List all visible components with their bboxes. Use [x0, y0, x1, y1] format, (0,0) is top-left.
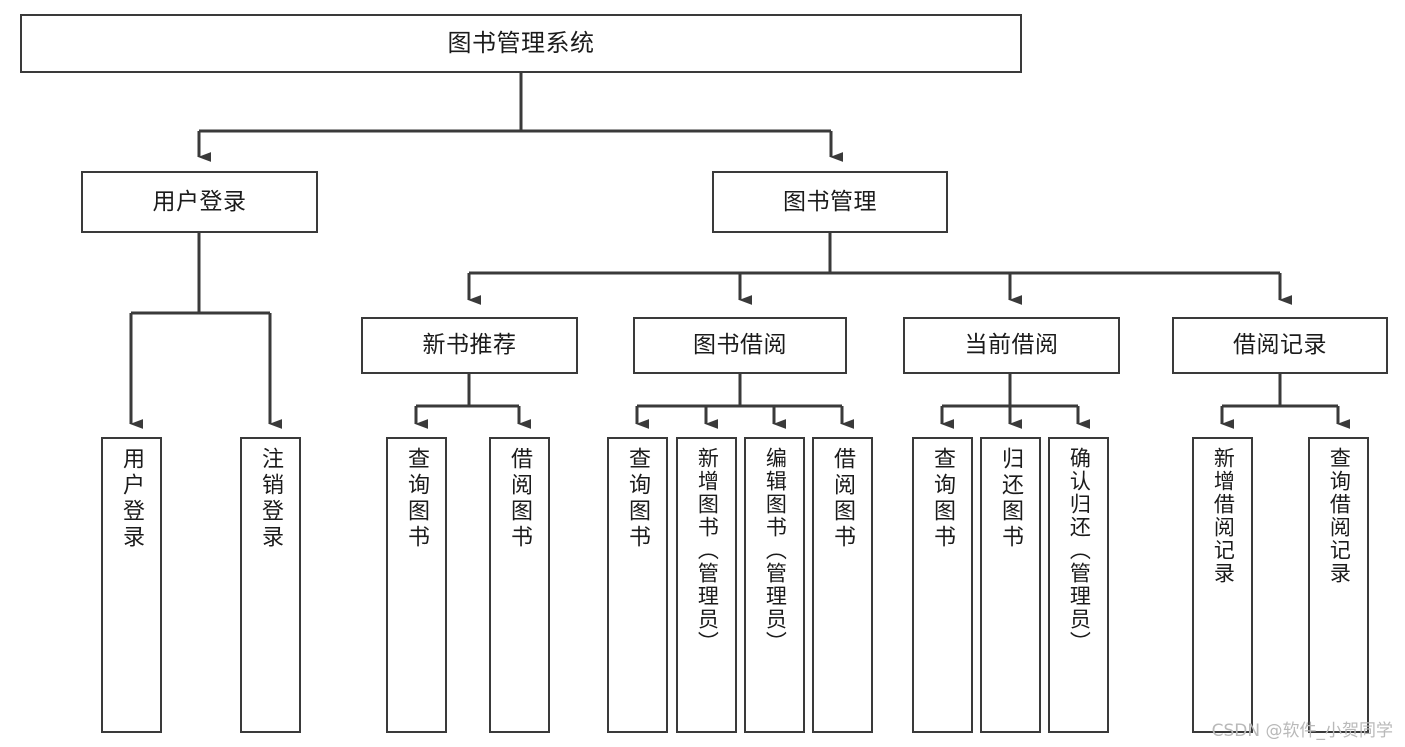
- leaf-recommend-borrow-book[interactable]: 借阅图书: [489, 437, 550, 733]
- leaf-current-return-book[interactable]: 归还图书: [980, 437, 1041, 733]
- node-label: 借阅记录: [1233, 332, 1327, 359]
- leaf-record-query-borrow-record[interactable]: 查询借阅记录: [1308, 437, 1369, 733]
- leaf-current-query-book[interactable]: 查询图书: [912, 437, 973, 733]
- node-root-system[interactable]: 图书管理系统: [20, 14, 1022, 73]
- leaf-user-login[interactable]: 用户登录: [101, 437, 162, 733]
- node-label: 用户登录: [119, 447, 145, 551]
- node-label: 查询图书: [930, 447, 956, 551]
- node-new-book-recommend[interactable]: 新书推荐: [361, 317, 578, 374]
- node-label: 用户登录: [152, 188, 247, 215]
- node-label: 注销登录: [258, 447, 284, 551]
- node-label: 新书推荐: [422, 332, 517, 359]
- node-label: 查询借阅记录: [1327, 447, 1352, 585]
- leaf-record-add-borrow-record[interactable]: 新增借阅记录: [1192, 437, 1253, 733]
- node-current-borrow[interactable]: 当前借阅: [903, 317, 1120, 374]
- leaf-borrow-query-book[interactable]: 查询图书: [607, 437, 668, 733]
- leaf-current-confirm-return-admin[interactable]: 确认归还（管理员）: [1048, 437, 1109, 733]
- node-book-management[interactable]: 图书管理: [712, 171, 948, 233]
- node-label: 借阅图书: [507, 447, 533, 551]
- node-book-borrow[interactable]: 图书借阅: [633, 317, 847, 374]
- node-label: 当前借阅: [964, 332, 1059, 359]
- node-label: 新增借阅记录: [1211, 447, 1236, 585]
- leaf-borrow-edit-book-admin[interactable]: 编辑图书（管理员）: [744, 437, 805, 733]
- node-label: 图书借阅: [693, 332, 787, 359]
- node-label: 新增图书（管理员）: [695, 447, 720, 654]
- node-user-login[interactable]: 用户登录: [81, 171, 318, 233]
- watermark: CSDN @软件_小贺同学: [1211, 721, 1393, 741]
- node-borrow-record[interactable]: 借阅记录: [1172, 317, 1388, 374]
- leaf-borrow-add-book-admin[interactable]: 新增图书（管理员）: [676, 437, 737, 733]
- node-label: 借阅图书: [830, 447, 856, 551]
- leaf-logout[interactable]: 注销登录: [240, 437, 301, 733]
- node-label: 图书管理: [783, 188, 877, 215]
- node-label: 编辑图书（管理员）: [763, 447, 788, 654]
- node-label: 查询图书: [404, 447, 430, 551]
- leaf-borrow-borrow-book[interactable]: 借阅图书: [812, 437, 873, 733]
- node-label: 查询图书: [625, 447, 651, 551]
- node-label: 图书管理系统: [447, 28, 595, 57]
- node-label: 归还图书: [998, 447, 1024, 551]
- leaf-recommend-query-book[interactable]: 查询图书: [386, 437, 447, 733]
- node-label: 确认归还（管理员）: [1067, 447, 1092, 654]
